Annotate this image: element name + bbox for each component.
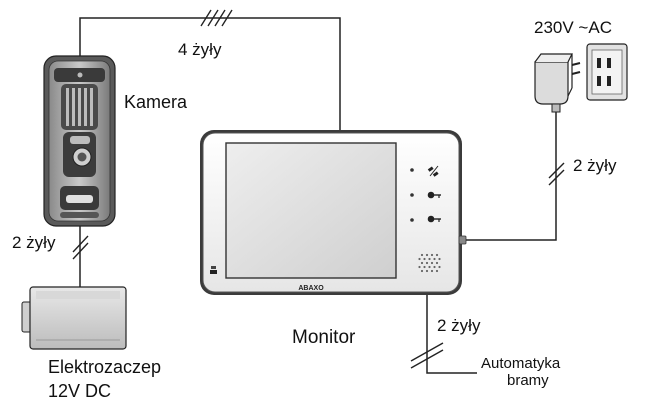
monitor-connector — [458, 235, 467, 245]
power-socket — [586, 43, 628, 101]
top-wires-label: 4 żyły — [178, 40, 222, 59]
wire-camera-monitor — [79, 17, 341, 132]
electric-lock — [21, 286, 127, 350]
key-icon — [427, 191, 441, 199]
gate-wires-label: 2 żyły — [437, 316, 481, 335]
monitor-label: Monitor — [292, 327, 356, 348]
power-adapter — [534, 53, 581, 113]
tick-marks-gate — [410, 342, 444, 369]
wires — [79, 17, 557, 374]
lock-label: Elektrozaczep — [48, 357, 161, 377]
wire-monitor-power — [464, 112, 557, 241]
monitor-buttons — [410, 168, 414, 222]
wire-monitor-gate — [426, 294, 477, 374]
gate-automation-label-2: bramy — [507, 372, 549, 389]
microphone-icon — [210, 266, 217, 274]
power-wires-label: 2 żyły — [573, 156, 617, 175]
camera-panel — [43, 55, 116, 227]
wire-tick-marks — [72, 9, 565, 369]
monitor-speaker — [418, 253, 441, 273]
monitor-screen — [225, 142, 397, 279]
phone-icon — [427, 165, 439, 177]
call-button — [66, 195, 93, 203]
speaker-grille — [66, 88, 93, 126]
tick-marks-power — [548, 162, 565, 186]
camera-label: Kamera — [124, 92, 188, 112]
power-voltage-label: 230V ~AC — [534, 18, 612, 37]
lock-voltage-label: 12V DC — [48, 381, 111, 401]
gate-automation-label: Automatyka — [481, 355, 561, 372]
monitor: ABAXO — [200, 130, 467, 295]
key-icon — [427, 215, 441, 223]
tick-marks-camera-lock — [72, 235, 89, 260]
tick-marks-4-wires — [200, 9, 233, 27]
monitor-brand: ABAXO — [298, 285, 324, 292]
camera-lock-wires-label: 2 żyły — [12, 233, 56, 252]
